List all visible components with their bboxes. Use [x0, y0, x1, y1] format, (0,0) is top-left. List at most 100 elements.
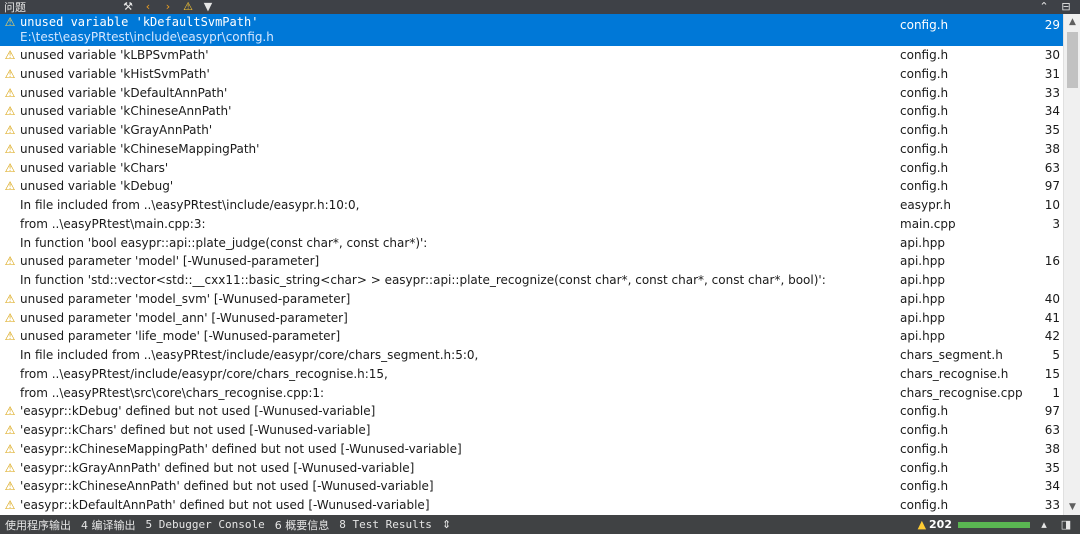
filter-icon[interactable]: ▼ — [203, 0, 213, 13]
issue-message: unused parameter 'model_svm' [-Wunused-p… — [20, 291, 351, 306]
issue-file: config.h — [900, 104, 949, 119]
issue-message: unused variable 'kChineseAnnPath' — [20, 104, 232, 119]
warning-count-badge[interactable]: ▲ 202 — [918, 518, 952, 531]
issue-file: config.h — [900, 160, 949, 175]
scroll-up-arrow-icon[interactable]: ▲ — [1069, 17, 1076, 27]
issue-row[interactable]: ⚠unused parameter 'model_ann' [-Wunused-… — [0, 309, 1063, 328]
prev-arrow-icon[interactable]: ‹ — [145, 0, 151, 13]
build-filter-icon[interactable]: ⚒ — [123, 0, 133, 13]
warning-icon: ⚠ — [4, 141, 16, 156]
issue-message: 'easypr::kDebug' defined but not used [-… — [20, 404, 376, 419]
collapse-up-icon[interactable]: ⌃ — [1039, 0, 1049, 13]
issue-file: api.hpp — [900, 291, 945, 306]
issue-file: config.h — [900, 423, 949, 437]
issue-row[interactable]: ⚠'easypr::kDefaultAnnPath' defined but n… — [0, 496, 1063, 515]
scroll-down-arrow-icon[interactable]: ▼ — [1069, 502, 1076, 512]
build-progress-bar[interactable] — [958, 521, 1030, 528]
minimize-pane-icon[interactable]: ⊟ — [1061, 0, 1071, 13]
warning-icon: ⚠ — [4, 404, 16, 419]
issue-file: config.h — [900, 141, 949, 156]
issue-file: api.hpp — [900, 235, 945, 250]
issue-message: 'easypr::kChineseAnnPath' defined but no… — [20, 479, 434, 494]
tab-general-messages[interactable]: 6 概要信息 — [274, 518, 330, 532]
issue-message: 'easypr::kChineseMappingPath' defined bu… — [20, 441, 462, 456]
tab-compile-output[interactable]: 4 编译输出 — [81, 518, 136, 532]
issue-line: 63 — [1044, 160, 1060, 175]
issue-file: config.h — [900, 18, 949, 32]
issue-row[interactable]: from ..\easyPRtest/include/easypr/core/c… — [0, 365, 1063, 384]
issue-file-path: E:\test\easyPRtest\include\easypr\config… — [20, 30, 274, 44]
warning-filter-icon[interactable]: ⚠ — [183, 0, 193, 13]
issue-row[interactable]: ⚠ 'easypr::kChineseAnnPath' defined but n… — [0, 477, 1063, 496]
issue-row[interactable]: ⚠unused parameter 'life_mode' [-Wunused-… — [0, 327, 1063, 346]
next-arrow-icon[interactable]: › — [165, 0, 171, 13]
issue-row[interactable]: ⚠ unused parameter 'model_svm' [-Wunused-… — [0, 290, 1063, 309]
issue-line: 38 — [1044, 141, 1060, 156]
issue-line: 40 — [1044, 291, 1060, 306]
toggle-sidebar-icon[interactable]: ◨ — [1060, 517, 1072, 531]
issue-file: easypr.h — [900, 198, 951, 212]
issue-row[interactable]: ⚠'easypr::kChineseMappingPath' defined b… — [0, 440, 1063, 459]
expand-up-icon[interactable]: ▴ — [1041, 517, 1047, 531]
warning-icon: ⚠ — [4, 160, 16, 175]
warning-icon: ⚠ — [4, 291, 16, 306]
issue-file: main.cpp — [900, 216, 956, 231]
issue-row-selected[interactable]: ⚠unused variable 'kDefaultSvmPath'E:\tes… — [0, 14, 1063, 46]
issue-row[interactable]: ⚠unused parameter 'model' [-Wunused-para… — [0, 252, 1063, 271]
issue-line: 34 — [1044, 104, 1060, 119]
issue-row[interactable]: In function 'std::vector<std::__cxx11::b… — [0, 271, 1063, 290]
issue-row[interactable]: ⚠unused variable 'kChineseMappingPath'co… — [0, 140, 1063, 159]
tab-app-output[interactable]: 使用程序输出 — [5, 518, 71, 532]
issue-message: In file included from ..\easyPRtest/incl… — [20, 348, 479, 362]
panel-title: 问题 — [4, 1, 26, 14]
issue-file: config.h — [900, 404, 949, 419]
warning-icon: ⚠ — [4, 479, 16, 494]
issue-file: chars_recognise.cpp — [900, 385, 1023, 400]
issue-message: unused variable 'kGrayAnnPath' — [20, 123, 213, 137]
issue-file: chars_recognise.h — [900, 366, 1009, 381]
issue-row[interactable]: In function 'bool easypr::api::plate_jud… — [0, 234, 1063, 253]
issue-file: config.h — [900, 441, 949, 456]
issue-message: unused variable 'kLBPSvmPath' — [20, 48, 209, 62]
issue-file: chars_segment.h — [900, 348, 1003, 362]
tab-test-results[interactable]: 8 Test Results — [339, 518, 432, 531]
issue-line: 1 — [1052, 385, 1060, 400]
issue-message: from ..\easyPRtest/include/easypr/core/c… — [20, 366, 388, 381]
issue-message: In function 'bool easypr::api::plate_jud… — [20, 235, 428, 250]
issue-line: 41 — [1044, 310, 1060, 325]
issue-row[interactable]: ⚠'easypr::kChars' defined but not used [… — [0, 421, 1063, 440]
issue-row[interactable]: from ..\easyPRtest\src\core\chars_recogn… — [0, 384, 1063, 403]
tab-debugger-console[interactable]: 5 Debugger Console — [145, 518, 265, 531]
issue-line: 30 — [1044, 48, 1060, 62]
warning-icon: ⚠ — [4, 254, 16, 269]
more-panes-icon[interactable]: ⇕ — [441, 518, 452, 531]
issue-row[interactable]: ⚠unused variable 'kDefaultAnnPath'config… — [0, 84, 1063, 103]
issue-line: 38 — [1044, 441, 1060, 456]
warning-icon: ⚠ — [4, 423, 16, 437]
issue-row[interactable]: ⚠'easypr::kGrayAnnPath' defined but not … — [0, 459, 1063, 478]
issue-message: unused variable 'kDefaultAnnPath' — [20, 85, 228, 100]
warning-icon: ⚠ — [4, 104, 16, 119]
issue-file: config.h — [900, 460, 949, 475]
issue-row[interactable]: In file included from ..\easyPRtest/incl… — [0, 346, 1063, 365]
issue-file: api.hpp — [900, 273, 945, 287]
issue-row[interactable]: ⚠ unused variable 'kChineseAnnPath' config… — [0, 102, 1063, 121]
issue-file: config.h — [900, 85, 949, 100]
issue-message: from ..\easyPRtest\src\core\chars_recogn… — [20, 385, 325, 400]
issue-message: unused variable 'kHistSvmPath' — [20, 66, 210, 81]
warning-icon: ⚠ — [4, 48, 16, 62]
scrollbar-thumb[interactable] — [1067, 32, 1078, 88]
issue-file: config.h — [900, 479, 949, 494]
issues-list: ⚠unused variable 'kDefaultSvmPath'E:\tes… — [0, 14, 1063, 515]
issue-row[interactable]: ⚠ 'easypr::kDebug' defined but not used [… — [0, 402, 1063, 421]
issue-row[interactable]: In file included from ..\easyPRtest\incl… — [0, 196, 1063, 215]
warning-icon: ⚠ — [4, 329, 16, 344]
issue-file: config.h — [900, 498, 949, 512]
vertical-scrollbar[interactable]: ▲ ▼ — [1063, 14, 1080, 515]
